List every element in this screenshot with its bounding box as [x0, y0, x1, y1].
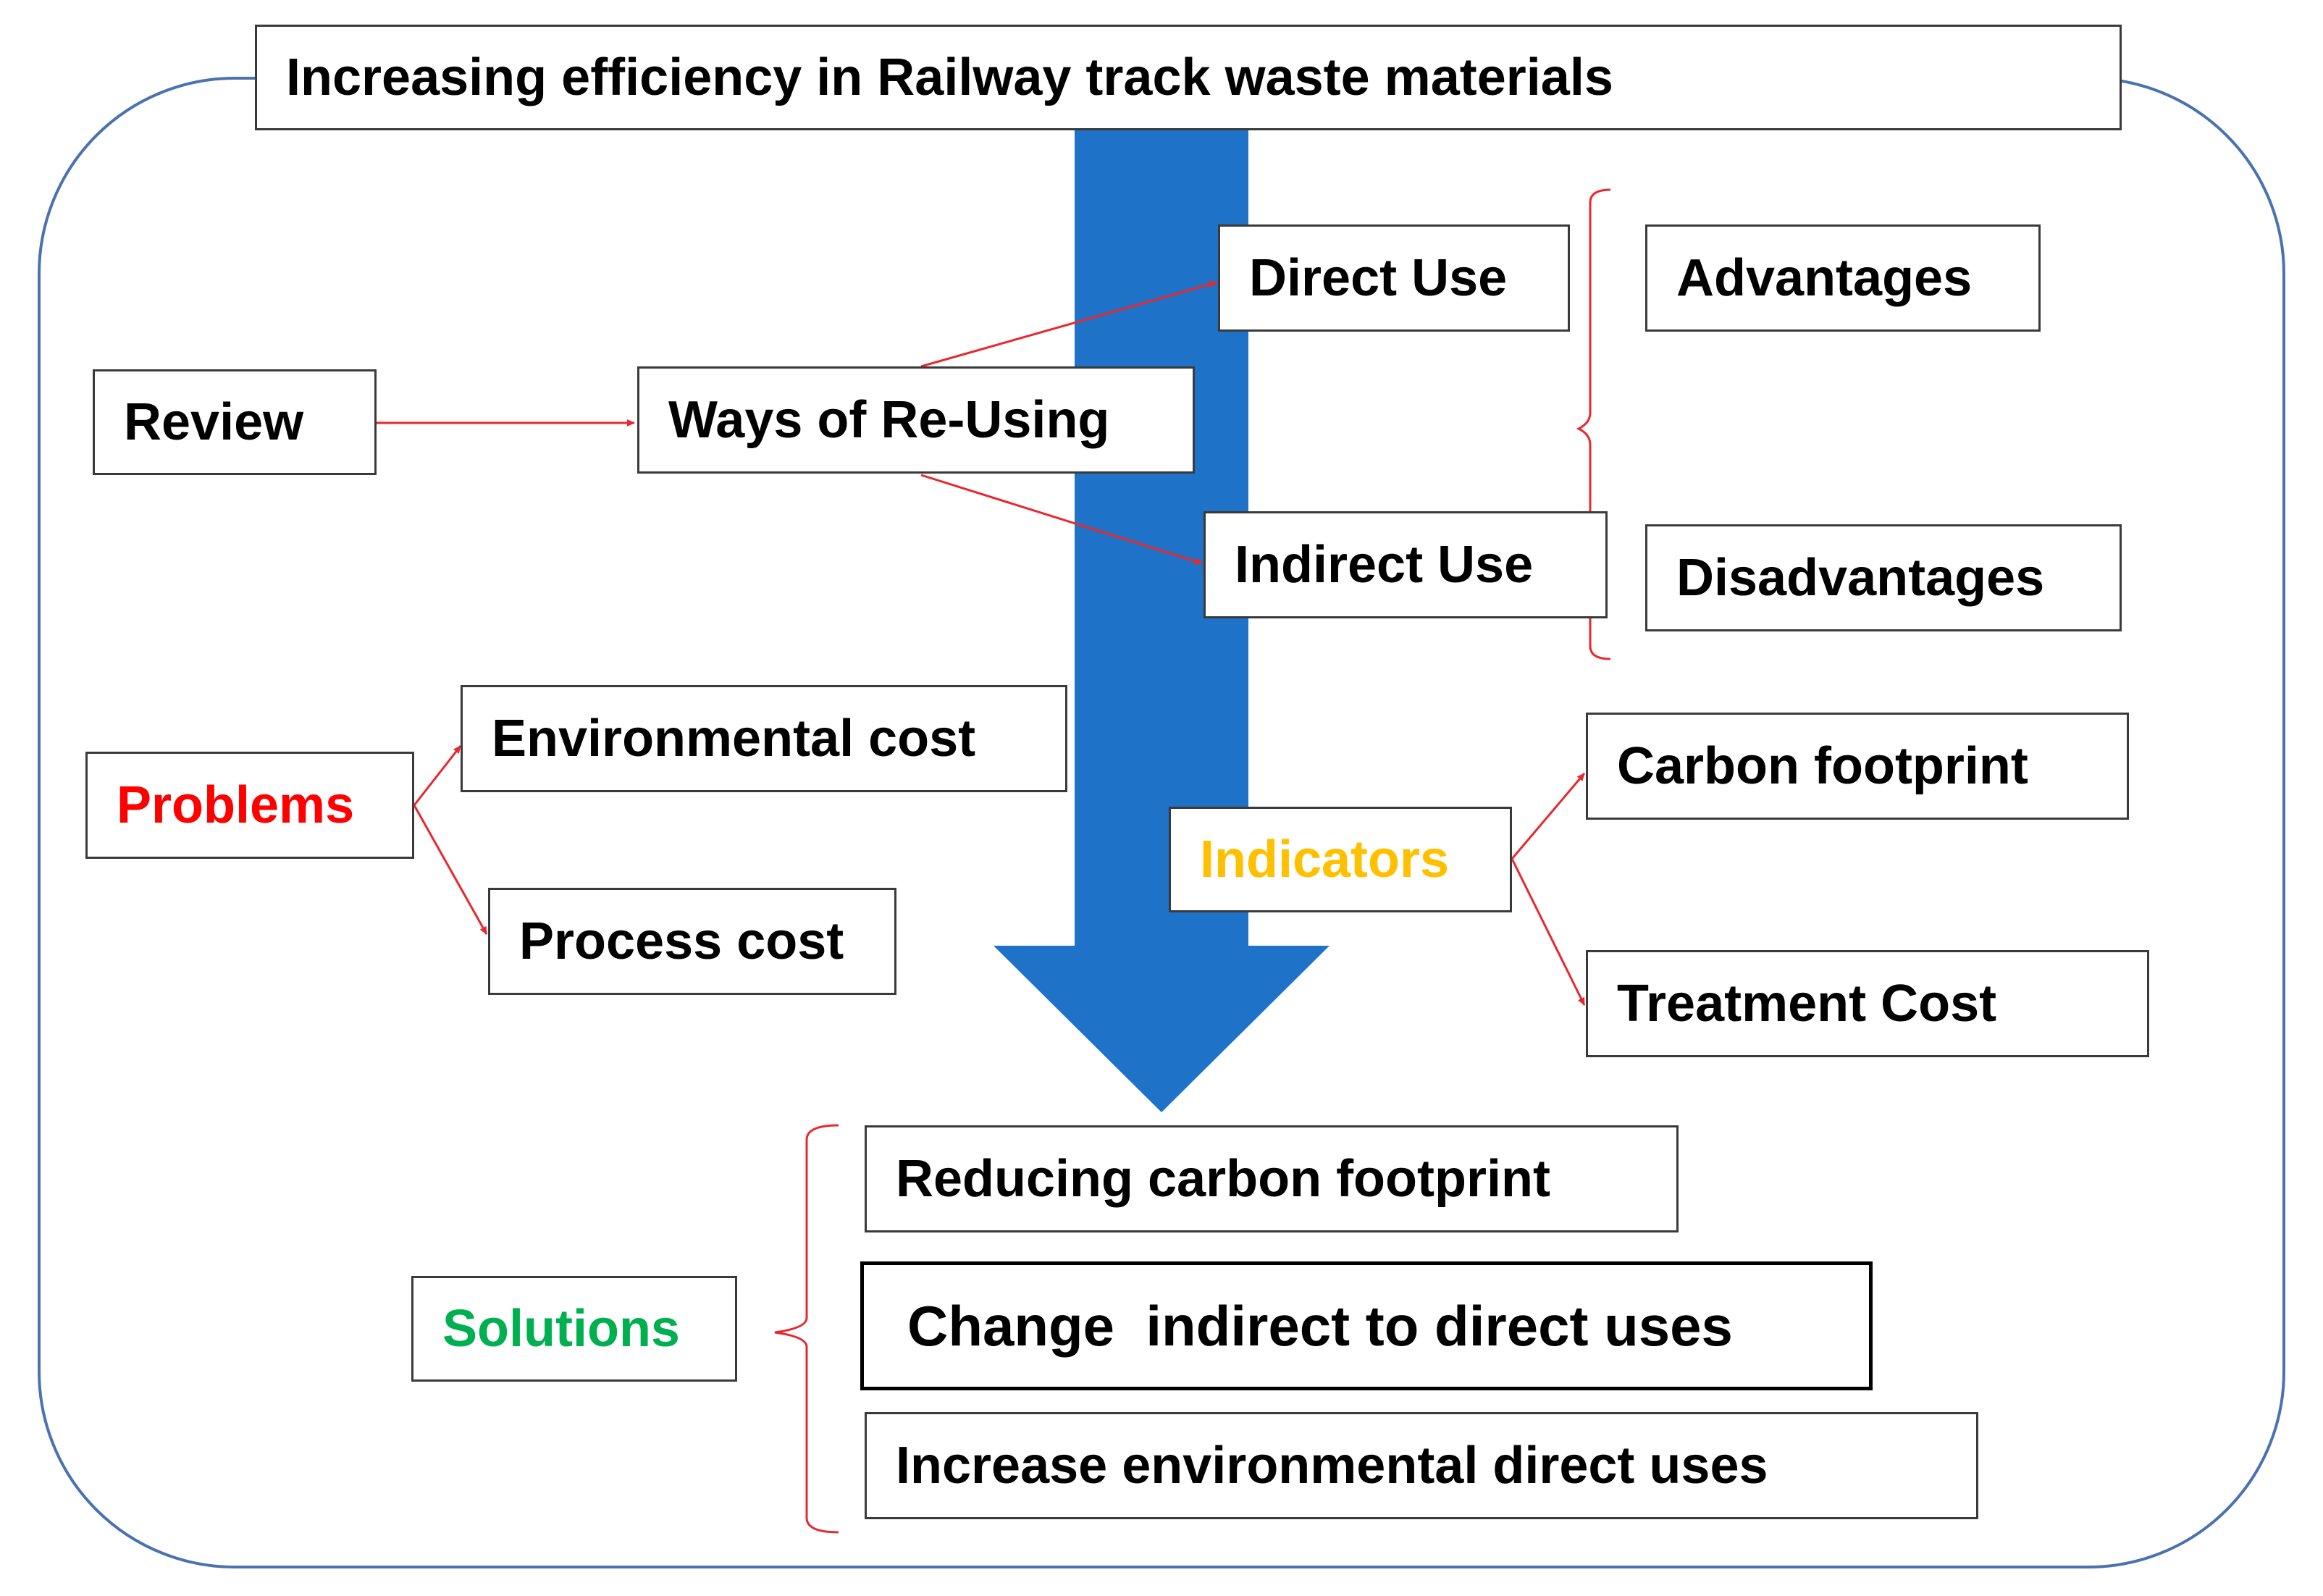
change-indirect-to-direct-label: Change indirect to direct uses: [907, 1293, 1733, 1358]
problems-box: Problems: [85, 752, 414, 859]
indirect-use-label: Indirect Use: [1235, 536, 1534, 594]
environmental-cost-label: Environmental cost: [492, 710, 976, 768]
solutions-label: Solutions: [442, 1300, 680, 1358]
reducing-carbon-footprint-label: Reducing carbon footprint: [896, 1150, 1550, 1208]
environmental-cost-box: Environmental cost: [461, 685, 1067, 792]
brace-advantages: [1576, 188, 1611, 660]
connector-indicators-carbon: [1511, 773, 1586, 860]
process-cost-label: Process cost: [519, 912, 844, 970]
title: Increasing efficiency in Railway track w…: [286, 49, 1613, 106]
connector-ways-direct: [920, 280, 1217, 368]
connector-problems-env: [413, 745, 462, 806]
connectors: [377, 280, 1586, 1006]
direct-use-label: Direct Use: [1249, 249, 1508, 307]
review-label: Review: [124, 393, 304, 451]
advantages-label: Advantages: [1676, 249, 1973, 307]
disadvantages-label: Disadvantages: [1676, 549, 2045, 607]
indicators-label: Indicators: [1200, 831, 1450, 889]
connector-indicators-treatment: [1511, 858, 1586, 1006]
connector-problems-process: [413, 805, 488, 935]
direct-use-box: Direct Use: [1218, 224, 1570, 332]
carbon-footprint-label: Carbon footprint: [1617, 737, 2028, 795]
title-box: Increasing efficiency in Railway track w…: [255, 25, 2122, 130]
change-indirect-to-direct-box: Change indirect to direct uses: [860, 1261, 1873, 1390]
ways-of-reusing-label: Ways of Re-Using: [668, 391, 1110, 449]
connector-ways-indirect: [920, 474, 1203, 565]
brace-solutions: [774, 1124, 839, 1534]
increase-environmental-direct-uses-label: Increase environmental direct uses: [896, 1437, 1768, 1495]
increase-environmental-direct-uses-box: Increase environmental direct uses: [865, 1412, 1978, 1519]
treatment-cost-label: Treatment Cost: [1617, 975, 1997, 1033]
advantages-box: Advantages: [1645, 224, 2041, 332]
problems-label: Problems: [117, 776, 355, 834]
indicators-box: Indicators: [1169, 807, 1512, 912]
review-box: Review: [93, 369, 377, 475]
disadvantages-box: Disadvantages: [1645, 524, 2122, 631]
carbon-footprint-box: Carbon footprint: [1586, 713, 2129, 820]
reducing-carbon-footprint-box: Reducing carbon footprint: [865, 1125, 1679, 1232]
solutions-box: Solutions: [411, 1276, 737, 1382]
treatment-cost-box: Treatment Cost: [1586, 950, 2149, 1057]
indirect-use-box: Indirect Use: [1203, 511, 1608, 618]
ways-of-reusing-box: Ways of Re-Using: [637, 366, 1195, 474]
process-cost-box: Process cost: [488, 888, 896, 995]
